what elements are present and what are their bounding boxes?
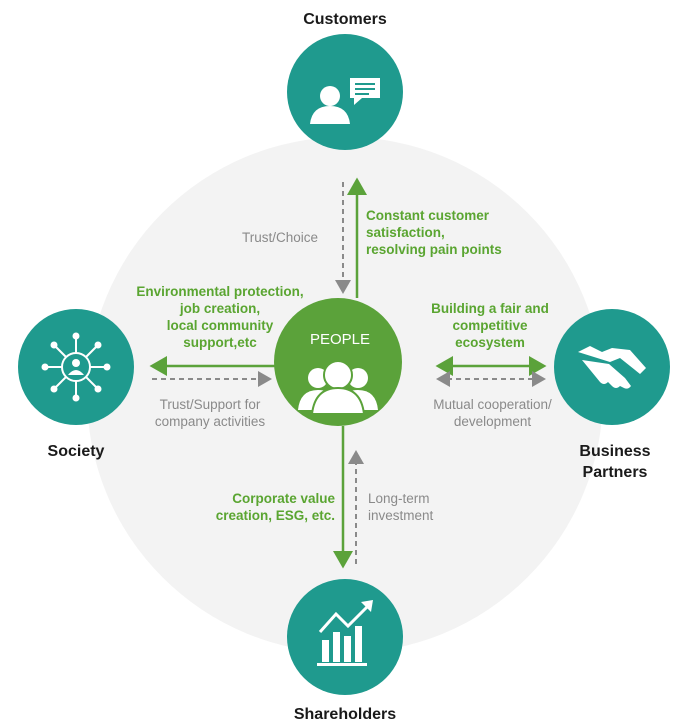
- partners-label-line1: Business: [579, 443, 651, 460]
- text-line: competitive: [452, 318, 528, 333]
- growth-chart-icon: [317, 600, 373, 666]
- flow-partners-in: Mutual cooperation/development: [410, 396, 575, 430]
- flow-shareholders-out: Corporate value creation, ESG, etc.: [200, 490, 335, 524]
- text-line: Building a fair and: [431, 301, 549, 316]
- flow-society-out: Environmental protection, job creation, lo…: [120, 283, 320, 351]
- text-line: satisfaction,: [366, 225, 445, 240]
- text-line: job creation,: [179, 301, 261, 316]
- text-line: Corporate value: [232, 491, 335, 506]
- customers-circle: [287, 34, 403, 150]
- flow-society-in: Trust/Support for company activities: [130, 396, 290, 430]
- text-line: development: [453, 414, 532, 429]
- shareholders-label: Shareholders: [293, 706, 397, 723]
- flow-customers-out: Constant customer satisfaction, resolving …: [366, 207, 502, 258]
- customers-label: Customers: [303, 11, 387, 28]
- text-line: Trust/Support for: [159, 397, 261, 412]
- text-line: creation, ESG, etc.: [215, 508, 335, 523]
- handshake-icon: [578, 346, 646, 389]
- partners-label-line2: Partners: [582, 464, 648, 481]
- text-line: Constant customer: [366, 208, 490, 223]
- center-label: PEOPLE: [309, 331, 371, 348]
- text-line: Long-term: [368, 491, 430, 506]
- people-group-icon: [298, 360, 378, 415]
- text-line: ecosystem: [455, 335, 525, 350]
- text-line: Environmental protection,: [136, 284, 304, 299]
- text-line: Mutual cooperation/: [433, 397, 552, 412]
- network-person-icon: [41, 332, 111, 402]
- text-line: local community: [166, 318, 274, 333]
- text-line: company activities: [154, 414, 266, 429]
- flow-partners-out: Building a fair and competitive ecosystem: [410, 300, 570, 351]
- text-line: support,etc: [183, 335, 257, 350]
- flow-customers-in: Trust/Choice: [241, 230, 319, 245]
- text-line: resolving pain points: [366, 242, 502, 257]
- flow-shareholders-in: Long-term investment: [368, 490, 433, 524]
- text-line: investment: [368, 508, 434, 523]
- customer-chat-icon: [310, 78, 380, 124]
- society-label: Society: [47, 443, 105, 460]
